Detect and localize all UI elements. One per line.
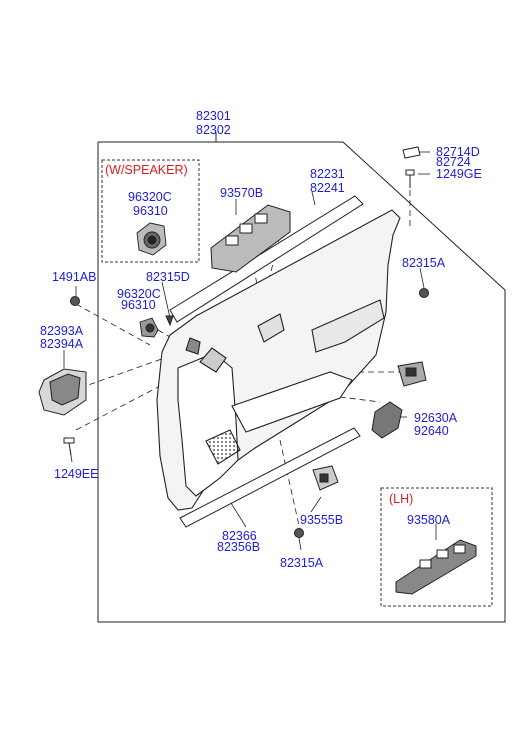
speaker-option-box bbox=[101, 159, 200, 263]
label-screw-top: 1249GE bbox=[436, 167, 482, 181]
tweeter-icon bbox=[139, 317, 159, 338]
label-handle-1: 82393A bbox=[40, 324, 84, 338]
label-clip-right: 82315A bbox=[402, 256, 446, 270]
power-window-connector bbox=[397, 361, 427, 387]
door-trim-panel bbox=[156, 209, 401, 511]
speaker-option-note: (W/SPEAKER) bbox=[105, 163, 188, 177]
weatherstrip-82231 bbox=[169, 195, 364, 323]
lh-option-note: (LH) bbox=[389, 492, 414, 506]
label-clip-top-2: 82724 bbox=[436, 155, 471, 169]
label-speaker-alt-1: 96320C bbox=[117, 287, 161, 301]
label-weatherstrip-1: 82231 bbox=[310, 167, 345, 181]
courtesy-lamp-92630a bbox=[371, 401, 403, 439]
label-screw-left: 1249EE bbox=[54, 467, 99, 481]
label-main-2: 82302 bbox=[196, 123, 231, 137]
lh-option-box bbox=[380, 487, 493, 607]
clip-82714d bbox=[402, 146, 421, 159]
label-handle-2: 82394A bbox=[40, 337, 84, 351]
label-weatherstrip-2: 82241 bbox=[310, 181, 345, 195]
label-speaker-alt-2: 96310 bbox=[121, 298, 156, 312]
label-lamp-1: 92630A bbox=[414, 411, 458, 425]
clip-82315a-bottom bbox=[294, 528, 304, 538]
label-fastener-mid: 82315D bbox=[146, 270, 190, 284]
label-switch-panel: 93570B bbox=[220, 186, 264, 200]
inside-handle-icon bbox=[38, 368, 87, 416]
label-switch-small: 93555B bbox=[300, 513, 344, 527]
main-outline bbox=[97, 132, 506, 623]
clip-1491ab bbox=[70, 296, 80, 306]
label-speaker-2: 96310 bbox=[133, 204, 168, 218]
switch-panel-93570b bbox=[210, 204, 291, 273]
clip-82315a-right bbox=[419, 288, 429, 298]
label-main-1: 82301 bbox=[196, 109, 231, 123]
lh-switch-93580a bbox=[395, 539, 477, 595]
fastener-82315d bbox=[165, 315, 174, 327]
screw-1249ee bbox=[63, 437, 75, 456]
switch-93555b bbox=[312, 465, 339, 491]
label-clip-bottom: 82315A bbox=[280, 556, 324, 570]
label-clip-left: 1491AB bbox=[52, 270, 97, 284]
lower-trim-82366 bbox=[179, 427, 361, 528]
label-speaker-1: 96320C bbox=[128, 190, 172, 204]
label-trim-2: 82356B bbox=[217, 540, 261, 554]
label-lamp-2: 92640 bbox=[414, 424, 449, 438]
label-clip-top-1: 82714D bbox=[436, 145, 480, 159]
screw-1249ge bbox=[405, 169, 415, 188]
label-lh-switch: 93580A bbox=[407, 513, 451, 527]
label-trim-1: 82366 bbox=[222, 529, 257, 543]
speaker-assembly-icon bbox=[136, 222, 167, 256]
